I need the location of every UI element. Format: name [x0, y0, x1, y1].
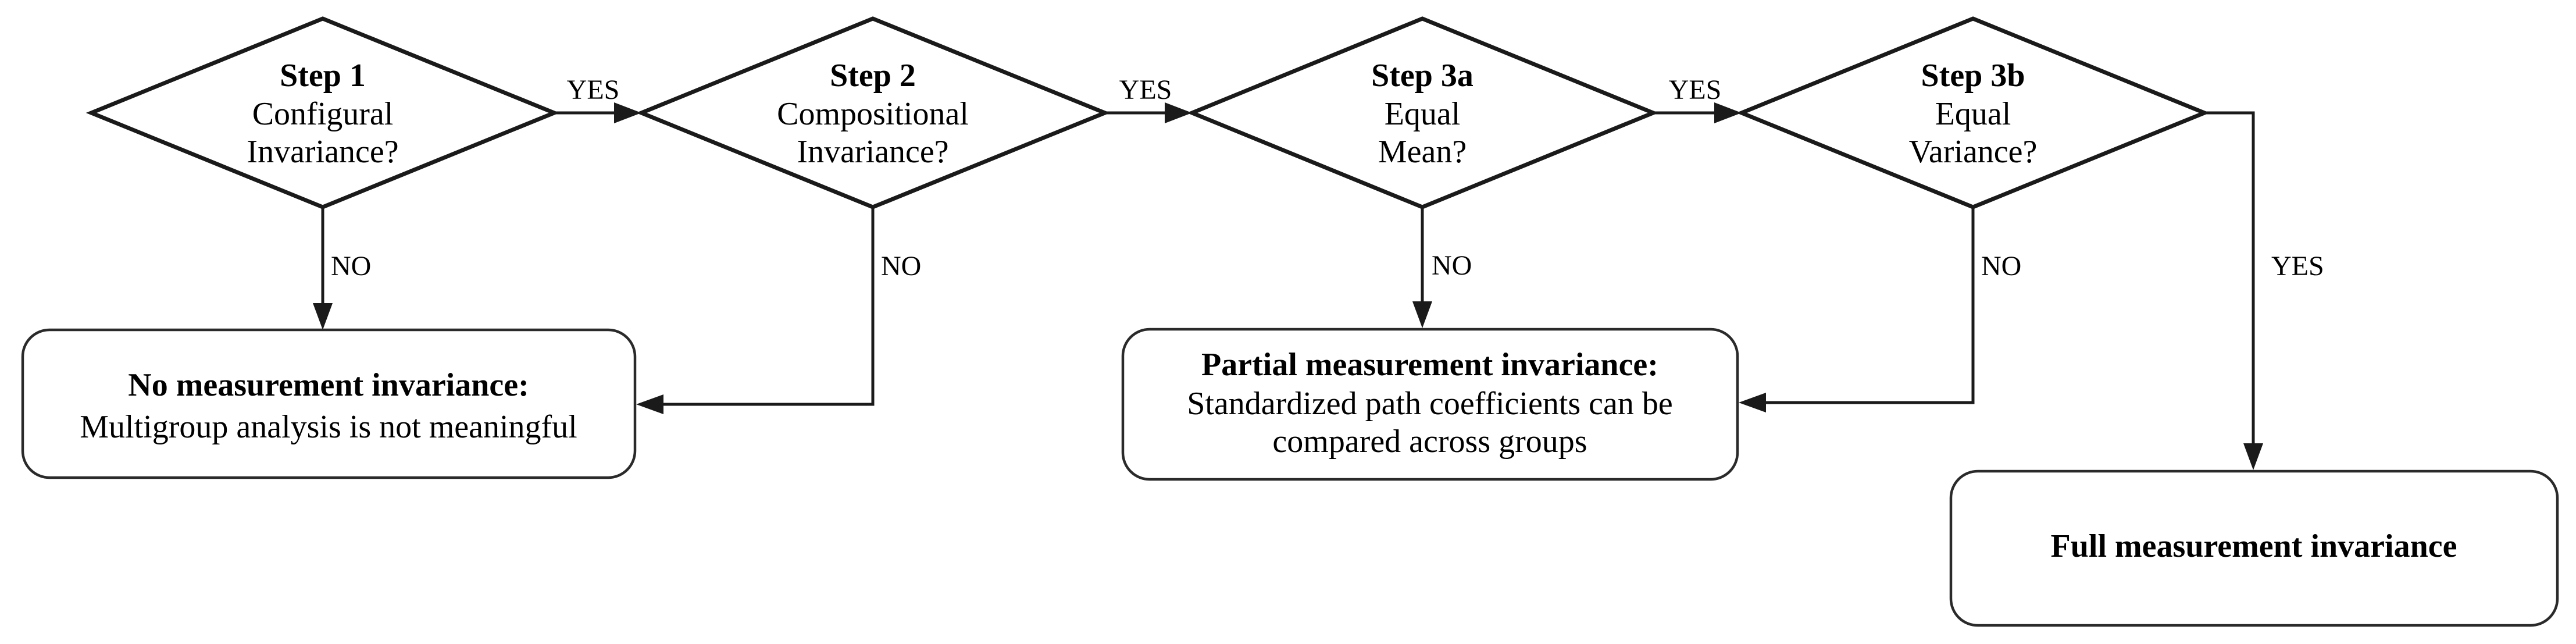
decision-step-2-question-line2: Invariance?	[797, 134, 948, 170]
decision-step-3a-diamond	[1186, 16, 1659, 209]
decision-step-3b: Step 3b Equal Variance?	[1736, 16, 2210, 209]
edge-step2-yes: YES	[1105, 74, 1192, 123]
edge-step1-no: NO	[313, 207, 371, 330]
edge-step2-no-label: NO	[881, 251, 921, 282]
edge-step3b-yes-arrowhead-icon	[2243, 443, 2263, 470]
decision-step-2-diamond	[636, 16, 1111, 209]
edge-step3a-no-arrowhead-icon	[1412, 301, 1432, 328]
outcome-partial-measurement-invariance-heading: Partial measurement invariance:	[1201, 347, 1658, 383]
edge-step2-no-line	[663, 207, 875, 406]
decision-step-1-question-line1: Configural	[252, 96, 394, 132]
decision-step-1-diamond	[85, 16, 560, 209]
outcome-partial-measurement-invariance: Partial measurement invariance: Standard…	[1121, 328, 1739, 481]
decision-step-3a: Step 3a Equal Mean?	[1186, 16, 1659, 209]
edge-step2-yes-arrowhead-icon	[1165, 102, 1192, 123]
decision-step-1-question-line2: Invariance?	[247, 134, 398, 170]
edge-step1-no-label: NO	[331, 251, 371, 282]
outcome-partial-measurement-invariance-body-line2: compared across groups	[1272, 424, 1587, 460]
outcome-no-measurement-invariance: No measurement invariance: Multigroup an…	[21, 328, 637, 479]
decision-step-2-title: Step 2	[830, 58, 916, 94]
outcome-partial-measurement-invariance-box	[1121, 328, 1739, 481]
decision-step-3b-question-line2: Variance?	[1909, 134, 2038, 170]
decision-step-2: Step 2 Compositional Invariance?	[636, 16, 1111, 209]
outcome-full-measurement-invariance: Full measurement invariance	[1949, 469, 2559, 627]
decision-step-3b-diamond	[1736, 16, 2210, 209]
edge-step3b-yes-label: YES	[2271, 251, 2324, 282]
decision-step-3a-title: Step 3a	[1371, 58, 1473, 94]
edge-step3b-no-line	[1765, 207, 1975, 404]
decision-step-1: Step 1 Configural Invariance?	[85, 16, 560, 209]
edge-step3b-yes: YES	[2204, 111, 2324, 470]
outcome-no-measurement-invariance-box	[21, 328, 637, 479]
edge-step3a-yes-arrowhead-icon	[1714, 102, 1742, 123]
outcome-full-measurement-invariance-box	[1949, 469, 2559, 627]
outcome-no-measurement-invariance-heading: No measurement invariance:	[128, 367, 529, 403]
edge-step3a-no-label: NO	[1432, 250, 1472, 281]
edge-step1-yes: YES	[554, 74, 641, 123]
edge-step1-yes-label: YES	[567, 74, 620, 105]
edge-step3b-no: NO	[1739, 207, 2021, 412]
edge-step3a-no: NO	[1412, 207, 1472, 328]
edge-step3a-yes: YES	[1653, 74, 1742, 123]
outcome-full-measurement-invariance-heading: Full measurement invariance	[2051, 528, 2457, 564]
decision-step-3b-title: Step 3b	[1921, 58, 2025, 94]
edge-step3b-no-label: NO	[1981, 251, 2021, 282]
edge-step1-yes-arrowhead-icon	[614, 102, 641, 123]
decision-step-2-question-line1: Compositional	[777, 96, 969, 132]
edge-step2-yes-label: YES	[1119, 74, 1172, 105]
decision-step-3a-question-line1: Equal	[1385, 96, 1461, 132]
edge-step1-no-arrowhead-icon	[313, 303, 333, 330]
decision-step-3a-question-line2: Mean?	[1378, 134, 1467, 170]
edge-step3a-yes-label: YES	[1669, 74, 1722, 105]
edge-step3b-no-arrowhead-icon	[1739, 393, 1766, 412]
decision-step-1-title: Step 1	[280, 58, 366, 94]
edge-step2-no-arrowhead-icon	[636, 394, 663, 414]
decision-step-3b-question-line1: Equal	[1935, 96, 2011, 132]
outcome-partial-measurement-invariance-body-line1: Standardized path coefficients can be	[1187, 386, 1673, 422]
outcome-no-measurement-invariance-body: Multigroup analysis is not meaningful	[80, 409, 577, 445]
edge-step3b-yes-line	[2204, 111, 2255, 444]
edge-step2-no: NO	[636, 207, 921, 414]
